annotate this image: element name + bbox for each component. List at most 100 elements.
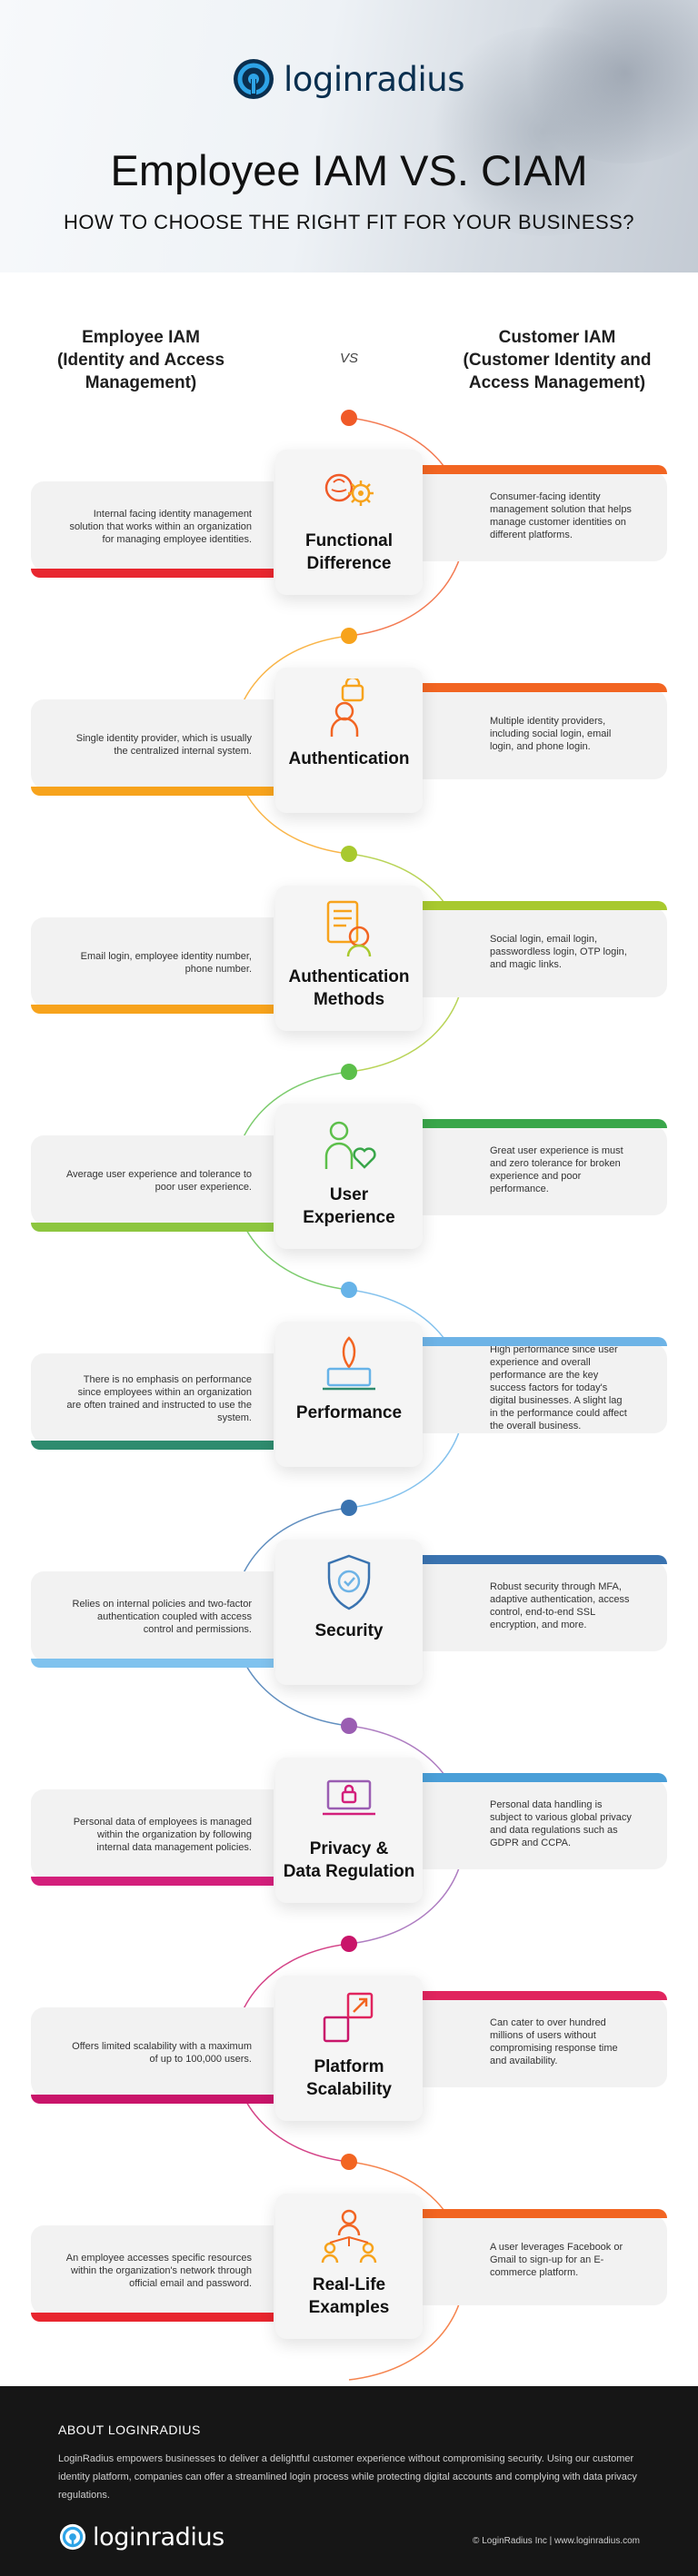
employee-iam-card: Personal data of employees is managed wi… [31, 1789, 274, 1886]
card-accent-stripe [423, 2209, 667, 2218]
card-accent-stripe [31, 2313, 274, 2322]
employee-iam-text: Email login, employee identity number, p… [80, 951, 252, 975]
document-user-icon [317, 897, 381, 960]
customer-iam-text: A user leverages Facebook or Gmail to si… [490, 2242, 623, 2278]
employee-iam-card: An employee accesses specific resources … [31, 2225, 274, 2322]
category-card: Authentication Methods [275, 886, 423, 1031]
card-accent-stripe [423, 1555, 667, 1564]
category-label: Real-Life Examples [308, 2275, 390, 2317]
category-card: Real-Life Examples [275, 2194, 423, 2339]
category-card: Platform Scalability [275, 1976, 423, 2121]
category-label: Authentication [288, 749, 410, 768]
employee-iam-card: Single identity provider, which is usual… [31, 699, 274, 796]
timeline-dot [341, 846, 357, 862]
copyright-text[interactable]: © LoginRadius Inc | www.loginradius.com [473, 2536, 640, 2546]
customer-iam-card: Multiple identity providers, including s… [423, 683, 667, 779]
timeline-dot [341, 628, 357, 644]
card-accent-stripe [423, 1991, 667, 2000]
customer-iam-card: Great user experience is must and zero t… [423, 1119, 667, 1215]
card-accent-stripe [31, 2095, 274, 2104]
employee-iam-card: Offers limited scalability with a maximu… [31, 2007, 274, 2104]
column-header-employee-iam: Employee IAM (Identity and Access Manage… [56, 328, 225, 392]
expand-arrows-icon [317, 1986, 381, 2050]
category-label: Security [314, 1621, 384, 1640]
category-card: Security [275, 1540, 423, 1685]
card-accent-stripe [31, 1659, 274, 1668]
comparison-timeline: Internal facing identity management solu… [0, 400, 698, 2389]
category-label: Authentication Methods [288, 967, 410, 1009]
customer-iam-card: High performance since user experience a… [423, 1337, 667, 1433]
card-accent-stripe [423, 1337, 667, 1346]
card-accent-stripe [423, 1119, 667, 1128]
card-accent-stripe [31, 787, 274, 796]
rocket-laptop-icon [317, 1333, 381, 1396]
customer-iam-text: Social login, email login, passwordless … [490, 934, 627, 970]
employee-iam-text: Personal data of employees is managed wi… [73, 1817, 252, 1853]
employee-iam-text: Average user experience and tolerance to… [65, 1169, 252, 1193]
timeline-dot [341, 410, 357, 426]
employee-iam-card: Email login, employee identity number, p… [31, 917, 274, 1014]
footer-about-text: LoginRadius empowers businesses to deliv… [58, 2453, 637, 2501]
category-label: Platform Scalability [306, 2057, 392, 2099]
customer-iam-card: Consumer-facing identity management solu… [423, 465, 667, 561]
employee-iam-text: There is no emphasis on performance sinc… [66, 1374, 252, 1423]
category-label: Privacy & Data Regulation [283, 1839, 415, 1881]
category-label: Performance [295, 1403, 403, 1422]
card-accent-stripe [31, 1223, 274, 1232]
footer: ABOUT LOGINRADIUS LoginRadius empowers b… [0, 2386, 698, 2576]
card-accent-stripe [31, 1877, 274, 1886]
customer-iam-card: Personal data handling is subject to var… [423, 1773, 667, 1869]
card-accent-stripe [423, 465, 667, 474]
customer-iam-card: A user leverages Facebook or Gmail to si… [423, 2209, 667, 2305]
loginradius-logo-icon [231, 56, 276, 102]
loginradius-logo-icon [59, 2523, 86, 2551]
card-accent-stripe [31, 1441, 274, 1450]
category-card: Privacy & Data Regulation [275, 1758, 423, 1903]
card-accent-stripe [31, 1005, 274, 1014]
category-label: Functional Difference [304, 531, 394, 573]
customer-iam-card: Social login, email login, passwordless … [423, 901, 667, 997]
card-accent-stripe [31, 569, 274, 578]
network-users-icon [317, 2204, 381, 2268]
employee-iam-text: An employee accesses specific resources … [65, 2253, 252, 2289]
footer-about-title: ABOUT LOGINRADIUS [58, 2422, 201, 2437]
customer-iam-text: High performance since user experience a… [490, 1344, 627, 1432]
employee-iam-text: Single identity provider, which is usual… [75, 733, 252, 757]
hero-background-shape [516, 0, 698, 163]
employee-iam-card: Relies on internal policies and two-fact… [31, 1571, 274, 1668]
timeline-dot [341, 1064, 357, 1080]
timeline-dot [341, 2154, 357, 2170]
page-subtitle: HOW TO CHOOSE THE RIGHT FIT FOR YOUR BUS… [63, 211, 635, 233]
category-card: Performance [275, 1322, 423, 1467]
timeline-dot [341, 1718, 357, 1734]
user-heart-icon [317, 1115, 381, 1178]
customer-iam-card: Can cater to over hundred millions of us… [423, 1991, 667, 2087]
customer-iam-text: Personal data handling is subject to var… [490, 1799, 632, 1848]
category-label: User Experience [303, 1185, 395, 1227]
user-lock-icon [317, 676, 381, 742]
employee-iam-text: Internal facing identity management solu… [69, 509, 252, 545]
vs-label: VS [340, 351, 359, 366]
footer-logo[interactable]: loginradius [58, 2522, 224, 2551]
category-card: Functional Difference [275, 450, 423, 595]
customer-iam-text: Consumer-facing identity management solu… [490, 491, 632, 540]
timeline-dot [341, 1936, 357, 1952]
shield-check-icon [317, 1551, 381, 1614]
page-title: Employee IAM VS. CIAM [110, 146, 588, 194]
category-card: Authentication [275, 668, 423, 813]
brand-logo[interactable]: loginradius [231, 56, 465, 102]
employee-iam-card: Average user experience and tolerance to… [31, 1135, 274, 1232]
customer-iam-text: Robust security through MFA, adaptive au… [490, 1581, 630, 1630]
footer-brand-name: loginradius [93, 2522, 224, 2551]
employee-iam-card: There is no emphasis on performance sinc… [31, 1353, 274, 1450]
card-accent-stripe [423, 901, 667, 910]
timeline-dot [341, 1500, 357, 1516]
category-card: User Experience [275, 1104, 423, 1249]
customer-iam-text: Can cater to over hundred millions of us… [490, 2017, 618, 2066]
timeline-dot [341, 1282, 357, 1298]
brand-name: loginradius [284, 59, 465, 99]
customer-iam-text: Multiple identity providers, including s… [490, 716, 612, 752]
employee-iam-text: Offers limited scalability with a maximu… [72, 2041, 252, 2065]
employee-iam-card: Internal facing identity management solu… [31, 481, 274, 578]
column-header-customer-iam: Customer IAM (Customer Identity and Acce… [463, 328, 652, 392]
